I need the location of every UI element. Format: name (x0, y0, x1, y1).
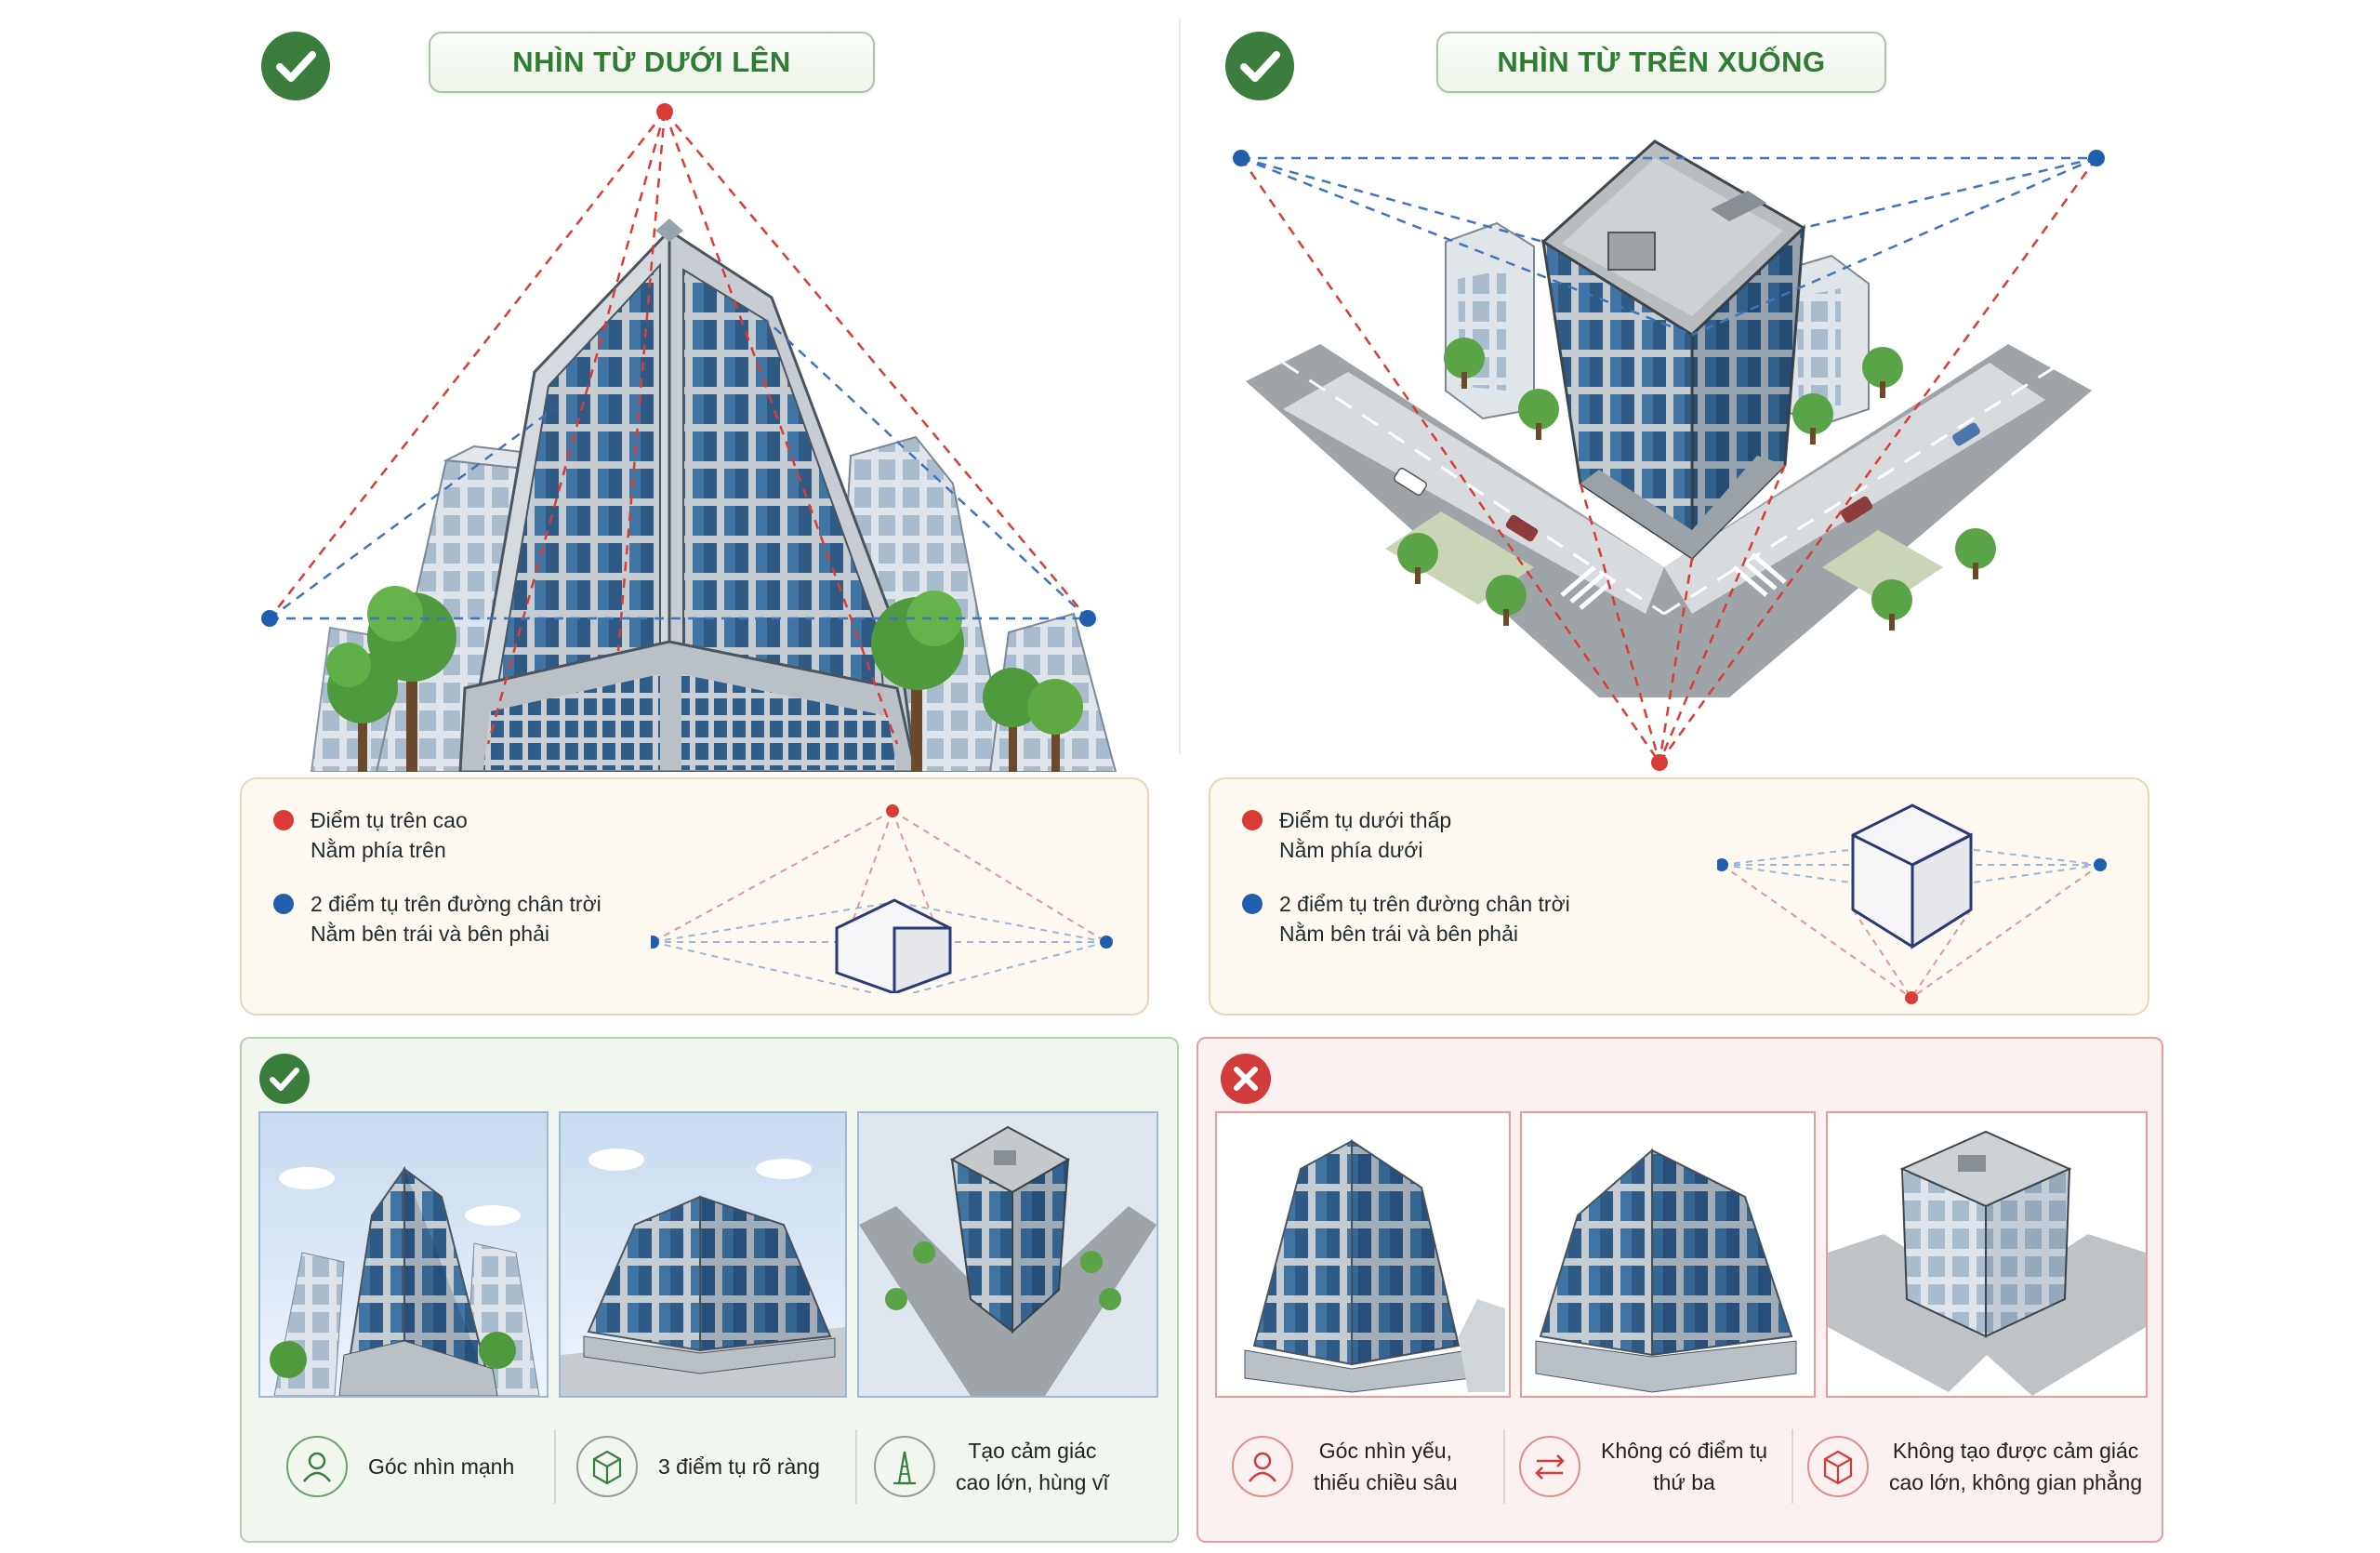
legend-vp-bottom-title: Điểm tụ dưới thấp (1279, 808, 1452, 832)
bad-thumb-2 (1520, 1111, 1816, 1398)
person-icon (286, 1436, 348, 1497)
good-feature-strong-view: Góc nhìn mạnh (286, 1411, 514, 1522)
check-badge-left (261, 32, 330, 100)
bad-examples-panel: Góc nhìn yếu, thiếu chiều sâu Không có đ… (1197, 1037, 2163, 1543)
cube-birds-eye-diagram (1717, 803, 2107, 1004)
good-separator-2 (855, 1429, 857, 1504)
check-icon (276, 51, 316, 82)
bad-feature-weak-view: Góc nhìn yếu, thiếu chiều sâu (1232, 1411, 1458, 1522)
legend-vp-horizon: 2 điểm tụ trên đường chân trời Nằm bên t… (273, 889, 602, 949)
check-icon (270, 1068, 299, 1091)
good-feature-3-line2: cao lớn, hùng vĩ (956, 1470, 1109, 1494)
good-thumb-two-point (559, 1111, 847, 1398)
legend-vp-top: Điểm tụ trên cao Nằm phía trên (273, 805, 468, 865)
bad-feature-2-line2: thứ ba (1653, 1470, 1715, 1494)
good-thumb-birds-eye (857, 1111, 1158, 1398)
blue-dot-icon (273, 894, 294, 914)
good-feature-grand: Tạo cảm giác cao lớn, hùng vĩ (874, 1411, 1109, 1522)
red-dot-icon (273, 810, 294, 830)
bad-badge (1221, 1054, 1271, 1104)
bad-separator-1 (1503, 1429, 1505, 1504)
person-icon (1232, 1436, 1293, 1497)
check-icon (1240, 51, 1280, 82)
arrows-icon (1519, 1436, 1580, 1497)
good-examples-panel: Góc nhìn mạnh 3 điểm tụ rõ ràng Tạo cảm … (240, 1037, 1179, 1543)
bad-feature-flat-space: Không tạo được cảm giác cao lớn, không g… (1807, 1411, 2142, 1522)
birds-eye-illustration (1233, 139, 2105, 771)
worms-eye-illustration (261, 103, 1117, 772)
good-feature-3-line1: Tạo cảm giác (968, 1439, 1097, 1463)
legend-vp-top-desc: Nằm phía trên (311, 838, 446, 862)
title-birds-eye: NHÌN TỪ TRÊN XUỐNG (1436, 32, 1886, 93)
cross-icon (1234, 1067, 1258, 1091)
check-badge-right (1225, 32, 1294, 100)
cube-icon (1807, 1436, 1869, 1497)
bad-feature-1-line2: thiếu chiều sâu (1314, 1470, 1458, 1494)
bad-feature-no-third-vp: Không có điểm tụ thứ ba (1519, 1411, 1767, 1522)
legend-vp-horizon-title: 2 điểm tụ trên đường chân trời (311, 892, 602, 916)
legend-vp-horizon-right: 2 điểm tụ trên đường chân trời Nằm bên t… (1242, 889, 1570, 949)
bad-feature-2-line1: Không có điểm tụ (1601, 1439, 1768, 1463)
tall-building-icon (874, 1436, 935, 1497)
good-feature-three-vp: 3 điểm tụ rõ ràng (576, 1411, 820, 1522)
red-dot-icon (1242, 810, 1263, 830)
cube-perspective-icon (576, 1436, 638, 1497)
good-separator-1 (554, 1429, 556, 1504)
legend-vp-horizon-right-desc: Nằm bên trái và bên phải (1279, 922, 1518, 946)
legend-vp-horizon-desc: Nằm bên trái và bên phải (311, 922, 549, 946)
blue-dot-icon (1242, 894, 1263, 914)
worms-eye-info-box: Điểm tụ trên cao Nằm phía trên 2 điểm tụ… (240, 777, 1149, 1015)
legend-vp-horizon-right-title: 2 điểm tụ trên đường chân trời (1279, 892, 1570, 916)
good-thumb-worms-eye (258, 1111, 549, 1398)
bad-feature-3-line2: cao lớn, không gian phẳng (1889, 1470, 2143, 1494)
good-feature-2-line1: 3 điểm tụ rõ ràng (658, 1454, 820, 1479)
title-worms-eye-text: NHÌN TỪ DƯỚI LÊN (512, 46, 791, 78)
good-feature-1-line1: Góc nhìn mạnh (368, 1454, 515, 1479)
bad-separator-2 (1792, 1429, 1793, 1504)
legend-vp-bottom-desc: Nằm phía dưới (1279, 838, 1423, 862)
birds-eye-info-box: Điểm tụ dưới thấp Nằm phía dưới 2 điểm t… (1209, 777, 2149, 1015)
title-worms-eye: NHÌN TỪ DƯỚI LÊN (429, 32, 875, 93)
title-birds-eye-text: NHÌN TỪ TRÊN XUỐNG (1497, 46, 1826, 78)
good-badge (259, 1054, 310, 1104)
legend-vp-top-title: Điểm tụ trên cao (311, 808, 468, 832)
cube-worms-eye-diagram (651, 804, 1113, 993)
column-divider (1179, 19, 1181, 753)
bad-thumb-3 (1826, 1111, 2148, 1398)
bad-feature-3-line1: Không tạo được cảm giác (1892, 1439, 2139, 1463)
bad-thumb-1 (1215, 1111, 1511, 1398)
bad-feature-1-line1: Góc nhìn yếu, (1318, 1439, 1452, 1463)
legend-vp-bottom: Điểm tụ dưới thấp Nằm phía dưới (1242, 805, 1451, 865)
